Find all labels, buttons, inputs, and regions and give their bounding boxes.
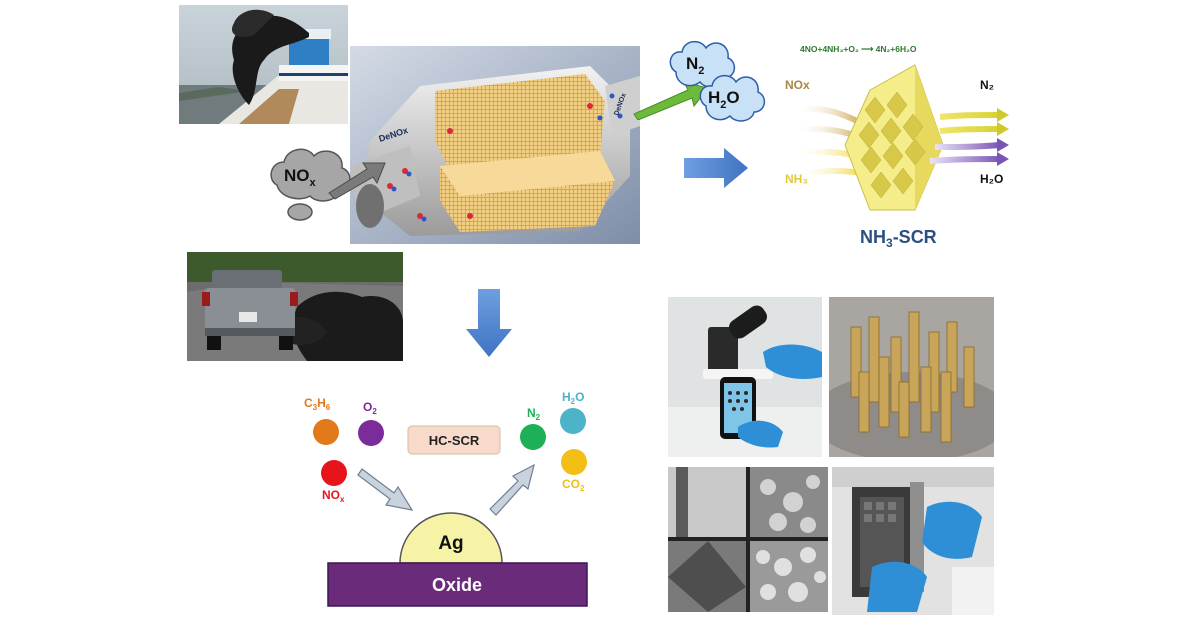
lab-photo-microscope	[668, 297, 822, 457]
product-n2-main: N	[527, 406, 536, 420]
n2-cloud-main: N	[686, 54, 698, 73]
nh3-scr-schematic: 4NO+4NH₃+O₂ ⟶ 4N₂+6H₂O NOx NH₃ N₂ H₂O NH…	[785, 44, 1009, 250]
catalytic-converter-cutaway: DeNOx DeNOx	[350, 46, 640, 244]
reactant-c3h6-h: H	[317, 396, 326, 410]
product-co2-main: CO	[562, 477, 580, 491]
svg-text:N2: N2	[686, 54, 704, 77]
product-co2-circle	[561, 449, 587, 475]
n2-cloud-sub: 2	[698, 65, 704, 77]
h2o-cloud-sub: 2	[720, 99, 726, 111]
h2o-cloud-post: O	[726, 88, 739, 107]
svg-text:NOx: NOx	[284, 166, 317, 189]
nox-cloud-sub: x	[310, 177, 317, 189]
product-h2o-circle	[560, 408, 586, 434]
svg-text:NOx: NOx	[322, 488, 345, 504]
ag-label: Ag	[438, 533, 463, 554]
reactant-c3h6-sub2: 6	[326, 403, 331, 412]
hc-scr-label-box	[407, 425, 501, 455]
n2-cloud: N2	[669, 40, 736, 88]
h2o-cloud-pre: H	[708, 88, 720, 107]
reactant-arrow	[357, 468, 414, 511]
h2o-cloud: H2O	[699, 74, 766, 122]
nh3-scr-outlet-n2: N₂	[980, 78, 994, 92]
nh3-scr-reaction: 4NO+4NH₃+O₂ ⟶ 4N₂+6H₂O	[800, 44, 917, 54]
svg-text:H2O: H2O	[708, 88, 740, 111]
product-n2-sub: 2	[536, 413, 541, 422]
nh3-scr-title-pre: NH	[860, 227, 886, 247]
oxide-label: Oxide	[432, 575, 482, 595]
ag-particle	[399, 512, 503, 564]
lab-photo-reactor-handling	[832, 467, 994, 615]
hc-scr-diagram: C3H6 O2 NOx HC-SCR N2 H2O CO2 Ag Oxide	[304, 390, 588, 607]
product-arrow	[489, 463, 535, 516]
svg-text:NH3-SCR: NH3-SCR	[860, 227, 937, 250]
product-h2o-main: H	[562, 390, 571, 404]
reactant-nox-sub: x	[340, 495, 345, 504]
svg-text:CO2: CO2	[562, 477, 585, 493]
nh3-scr-title-sub: 3	[886, 236, 893, 250]
nh3-scr-title-post: -SCR	[893, 227, 937, 247]
nh3-scr-outlet-h2o: H₂O	[980, 172, 1003, 186]
reactant-c3h6-c: C	[304, 396, 313, 410]
nox-cloud: NOx	[270, 148, 351, 221]
product-n2-circle	[520, 424, 546, 450]
product-co2-sub: 2	[580, 484, 585, 493]
reactant-c3h6-circle	[313, 419, 339, 445]
nox-cloud-main: NO	[284, 166, 310, 185]
lab-photo-sem-images	[668, 467, 828, 612]
lab-photo-monoliths	[829, 297, 994, 457]
nh3-scr-inlet-nox: NOx	[785, 78, 810, 92]
blue-arrow-down	[466, 289, 512, 357]
reactant-nox-circle	[321, 460, 347, 486]
ship-smoke-photo	[179, 5, 348, 124]
reactant-o2-sub: 2	[372, 407, 377, 416]
hc-scr-label: HC-SCR	[429, 433, 480, 448]
reactant-o2-main: O	[363, 400, 372, 414]
truck-smoke-photo	[187, 252, 403, 361]
svg-text:N2: N2	[527, 406, 541, 422]
oxide-support	[327, 562, 588, 607]
svg-text:H2O: H2O	[562, 390, 584, 406]
reactant-nox-main: NO	[322, 488, 340, 502]
product-h2o-post: O	[575, 390, 584, 404]
product-h2o-sub: 2	[571, 397, 576, 406]
reactant-c3h6-sub1: 3	[313, 403, 318, 412]
svg-text:O2: O2	[363, 400, 377, 416]
blue-arrow-right	[684, 148, 748, 188]
svg-text:C3H6: C3H6	[304, 396, 331, 412]
nox-inlet-arrow	[328, 162, 386, 200]
reactant-o2-circle	[358, 420, 384, 446]
nh3-scr-inlet-nh3: NH₃	[785, 172, 808, 186]
